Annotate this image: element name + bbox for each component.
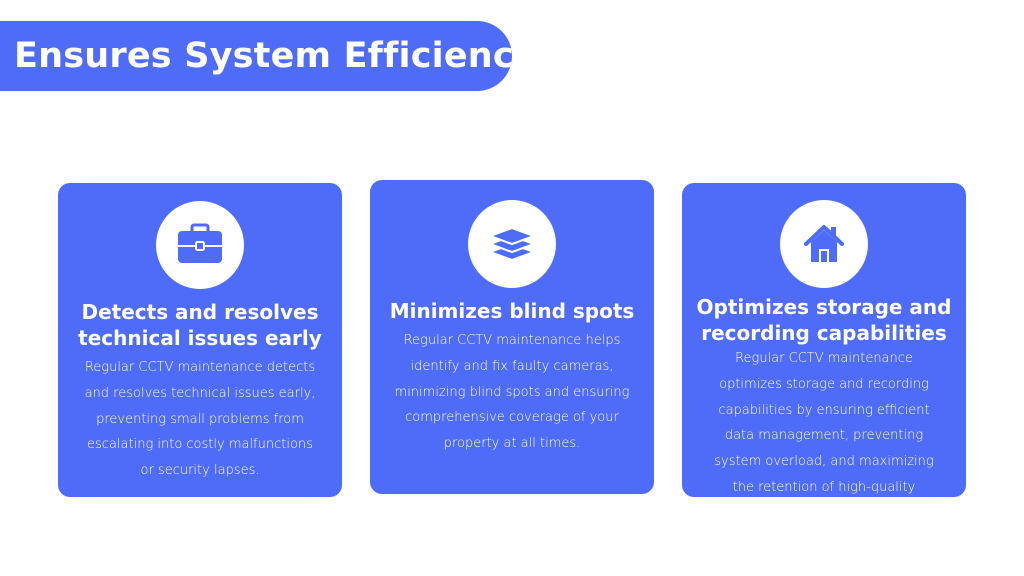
- icon-circle: [780, 200, 868, 288]
- feature-card-blind-spots: Minimizes blind spots Regular CCTV maint…: [370, 180, 654, 494]
- feature-card-storage: Optimizes storage and recording capabili…: [682, 183, 966, 521]
- title-banner: Ensures System Efficiency: [0, 21, 537, 91]
- card-description: Regular CCTV maintenance detects and res…: [84, 360, 316, 479]
- card-description: Regular CCTV maintenance optimizes stora…: [714, 351, 934, 521]
- card-description: Regular CCTV maintenance helps identify …: [394, 333, 630, 452]
- card-title: Minimizes blind spots: [389, 299, 635, 323]
- layers-icon: [487, 226, 537, 262]
- page-title: Ensures System Efficiency: [14, 36, 537, 76]
- briefcase-icon: [178, 223, 222, 263]
- icon-circle: [468, 200, 556, 288]
- icon-circle: [156, 201, 244, 289]
- house-icon: [804, 225, 844, 262]
- card-title: Detects and resolves technical issues ea…: [78, 300, 322, 350]
- feature-card-issues: Detects and resolves technical issues ea…: [58, 183, 342, 497]
- card-title: Optimizes storage and recording capabili…: [696, 295, 952, 345]
